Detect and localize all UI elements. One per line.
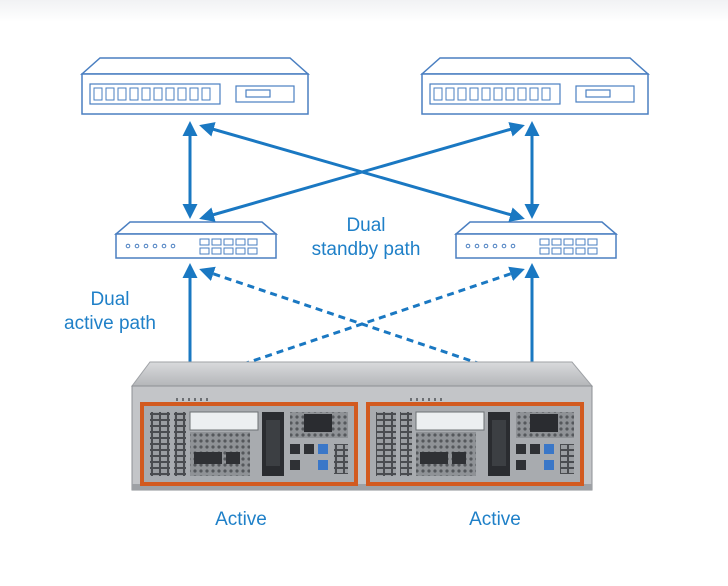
- dual-standby-path-label: Dual standby path: [296, 214, 436, 262]
- switch-right: [453, 221, 619, 259]
- dual-active-path-label: Dual active path: [40, 288, 180, 336]
- standby-label-line2: standby path: [311, 239, 421, 260]
- right-controller-status: Active: [469, 509, 521, 530]
- controller-right: [366, 402, 584, 486]
- active-label-line1: Dual: [90, 289, 130, 310]
- controller-left: [140, 402, 358, 486]
- active-label-line2: active path: [64, 313, 156, 334]
- host-switch-links: [182, 121, 540, 222]
- active-paths: [182, 263, 540, 377]
- standby-path-right-to-left: [199, 266, 525, 382]
- standby-paths: [199, 266, 525, 382]
- left-controller-status: Active: [215, 509, 267, 530]
- top-shading: [0, 0, 728, 22]
- standby-label-line1: Dual: [346, 215, 386, 236]
- link-host-right-switch-left: [199, 122, 525, 222]
- switch-left: [113, 221, 279, 259]
- host-server-left: [80, 57, 310, 115]
- host-server-right: [420, 57, 650, 115]
